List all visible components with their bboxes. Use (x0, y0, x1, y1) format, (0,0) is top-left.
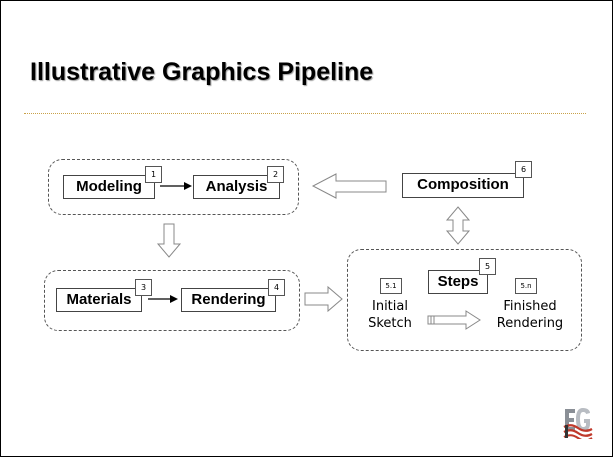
group-modeling-analysis (48, 159, 299, 215)
node-number-1: 1 (145, 166, 162, 183)
step-finished-rendering-line1: Finished (503, 299, 557, 314)
group-steps (347, 249, 582, 351)
node-number-2: 2 (267, 166, 284, 183)
group-materials-rendering (44, 270, 300, 331)
title-divider (24, 113, 586, 114)
node-rendering: Rendering (181, 288, 276, 312)
step-finished-rendering: Finished Rendering (492, 298, 568, 332)
node-analysis: Analysis (193, 175, 280, 199)
slide-title: Illustrative Graphics Pipeline (30, 58, 374, 86)
step-number-5-n: 5.n (515, 278, 537, 294)
arrow-updown-hollow (445, 206, 471, 245)
step-initial-sketch: Initial Sketch (358, 298, 422, 332)
arrow-sketch-to-finished (427, 310, 481, 330)
arrow-modeling-to-analysis (160, 182, 192, 190)
node-number-5: 5 (479, 258, 496, 275)
node-composition: Composition (402, 173, 524, 198)
arrow-materials-to-rendering (148, 295, 178, 303)
eurographics-logo (563, 405, 593, 439)
arrow-down-hollow (156, 223, 182, 258)
arrow-right-hollow (304, 285, 343, 313)
node-number-4: 4 (268, 279, 285, 296)
step-initial-sketch-line1: Initial (372, 299, 408, 314)
node-steps: Steps (428, 270, 488, 294)
step-finished-rendering-line2: Rendering (496, 316, 564, 331)
node-number-6: 6 (515, 161, 532, 178)
arrow-left-hollow (311, 173, 387, 199)
arrow-sketch-stripes (430, 316, 435, 324)
step-number-5-1: 5.1 (380, 278, 402, 294)
node-number-3: 3 (135, 279, 152, 296)
step-initial-sketch-line2: Sketch (368, 316, 412, 331)
node-modeling: Modeling (63, 175, 155, 199)
node-materials: Materials (56, 288, 142, 312)
